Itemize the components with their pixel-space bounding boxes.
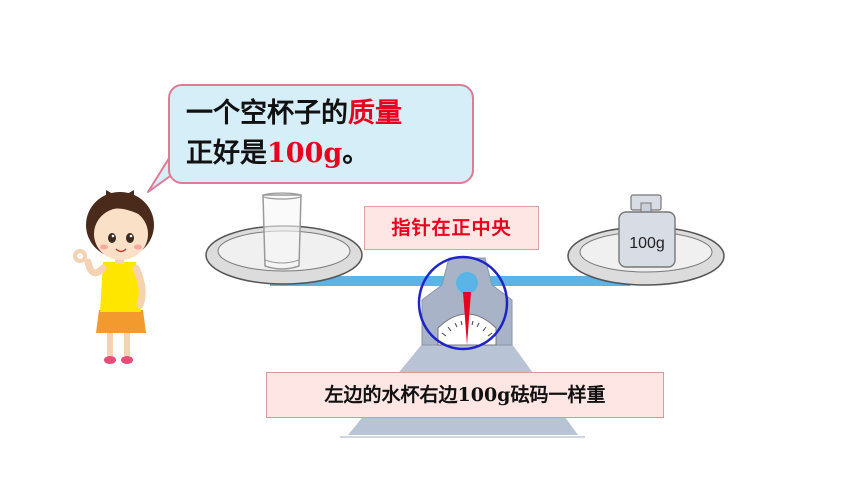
weight-100g [618,194,676,268]
empty-glass [262,192,302,270]
equal-weight-caption: 左边的水杯右边100g砝码一样重 [266,372,664,418]
speech-bubble: 一个空杯子的质量 正好是100g。 [168,84,474,184]
pointer-highlight-circle [417,255,509,351]
highlight-100g: 100g [267,138,343,169]
weight-label: 100g [629,235,665,252]
scale-pointer [463,292,471,345]
bubble-line-2: 正好是100g。 [186,138,370,169]
girl-character [73,190,154,364]
highlight-mass: 质量 [348,98,402,129]
pointer-center-label: 指针在正中央 [364,206,539,250]
bubble-line-1: 一个空杯子的质量 [186,98,402,129]
scale-gauge [421,257,513,346]
